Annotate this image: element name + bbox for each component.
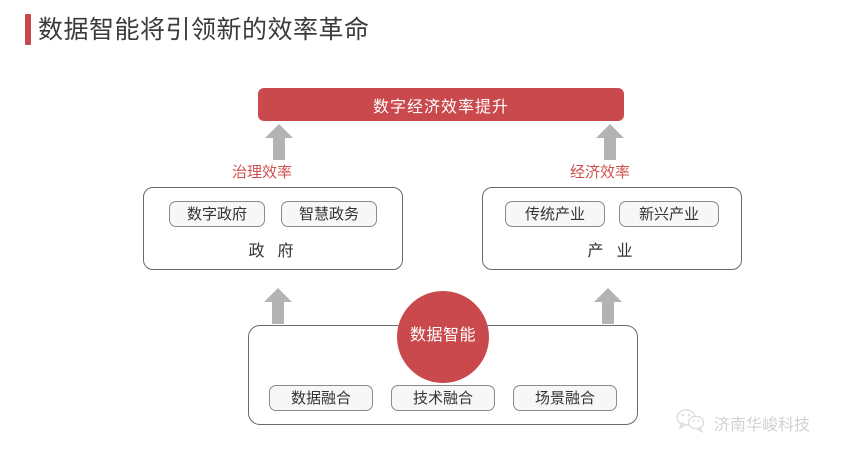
page-title-text: 数据智能将引领新的效率革命	[38, 15, 370, 44]
core-concept-circle: 数据智能	[397, 291, 489, 383]
group-caption-government: 政 府	[248, 241, 298, 260]
flow-label-governance: 治理效率	[232, 163, 293, 181]
flow-label-economy: 经济效率	[570, 163, 631, 181]
wechat-icon	[676, 408, 706, 438]
top-outcome-banner-label: 数字经济效率提升	[372, 96, 509, 116]
top-outcome-banner: 数字经济效率提升	[258, 88, 624, 121]
title-accent-bar	[25, 14, 31, 45]
chip-traditional-industry[interactable]: 传统产业	[505, 201, 605, 227]
chip-emerging-industry[interactable]: 新兴产业	[619, 201, 719, 227]
arrow-foundation-left-up-icon	[264, 288, 292, 324]
watermark: 济南华峻科技	[676, 408, 810, 438]
page-title: 数据智能将引领新的效率革命	[25, 14, 370, 45]
arrow-foundation-right-up-icon	[594, 288, 622, 324]
chip-smart-government-affairs[interactable]: 智慧政务	[281, 201, 377, 227]
core-concept-label: 数据智能	[409, 325, 476, 344]
chip-digital-government[interactable]: 数字政府	[169, 201, 265, 227]
group-caption-industry: 产 业	[587, 241, 637, 260]
chip-row-government: 数字政府 智慧政务	[144, 201, 402, 227]
watermark-text: 济南华峻科技	[714, 415, 811, 434]
chip-data-fusion[interactable]: 数据融合	[269, 385, 373, 411]
group-box-government: 数字政府 智慧政务 政 府	[143, 187, 403, 270]
chip-row-industry: 传统产业 新兴产业	[483, 201, 741, 227]
arrow-economy-up-icon	[596, 124, 624, 160]
chip-row-foundation: 数据融合 技术融合 场景融合	[249, 385, 637, 411]
foundation-box: 数据融合 技术融合 场景融合	[248, 325, 638, 425]
arrow-governance-up-icon	[265, 124, 293, 160]
chip-scenario-fusion[interactable]: 场景融合	[513, 385, 617, 411]
chip-technology-fusion[interactable]: 技术融合	[391, 385, 495, 411]
group-box-industry: 传统产业 新兴产业 产 业	[482, 187, 742, 270]
